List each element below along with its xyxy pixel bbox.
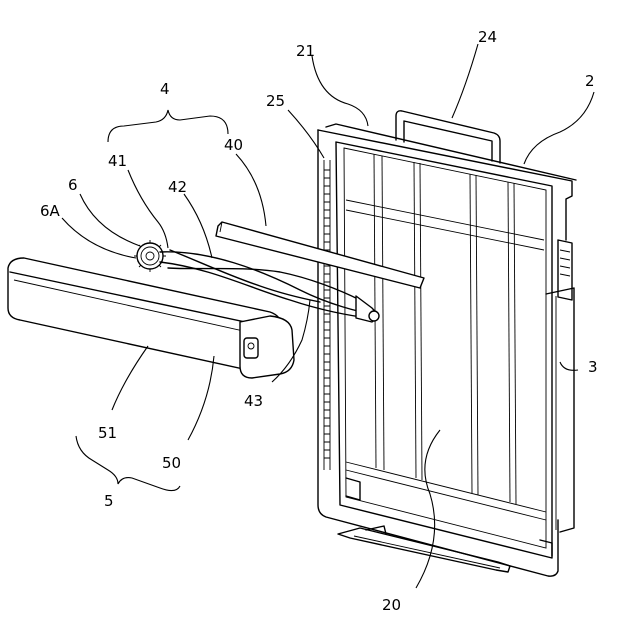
label-20: 20 [382,596,401,614]
frame-assembly [318,111,576,576]
drive-unit [8,258,294,378]
label-2: 2 [585,72,595,90]
side-panel [546,288,574,532]
label-4: 4 [160,80,170,98]
label-50: 50 [162,454,181,472]
label-21: 21 [296,42,315,60]
connector-icon [244,338,258,358]
bottom-bracket [338,526,510,572]
label-41: 41 [108,152,127,170]
brace-4 [108,110,228,142]
gear-icon [134,240,166,272]
label-6a: 6A [40,202,61,220]
label-6: 6 [68,176,78,194]
label-43: 43 [244,392,263,410]
label-24: 24 [478,28,497,46]
label-3: 3 [588,358,598,376]
label-25: 25 [266,92,285,110]
label-51: 51 [98,424,117,442]
handle [396,111,500,163]
label-5: 5 [104,492,114,510]
label-40: 40 [224,136,243,154]
label-42: 42 [168,178,187,196]
rack-teeth [324,160,330,470]
bar-40 [216,222,424,288]
